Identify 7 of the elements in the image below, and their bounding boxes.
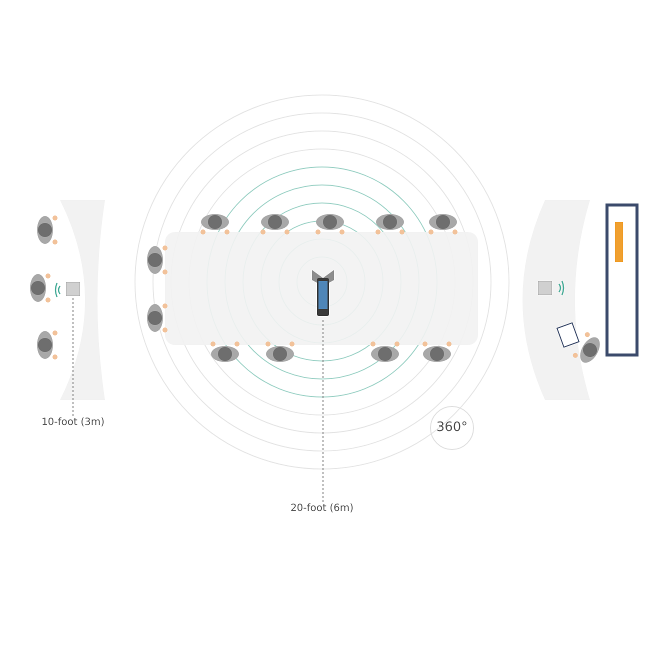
angle-circle: 360°: [430, 406, 474, 450]
microphone-pod-icon: [538, 281, 552, 295]
distance-label: 10-foot (3m): [40, 416, 106, 430]
leader-line: [72, 296, 74, 416]
microphone-pod-icon: [66, 282, 80, 296]
leader-line: [322, 318, 324, 502]
distance-label: 20-foot (6m): [288, 502, 356, 516]
